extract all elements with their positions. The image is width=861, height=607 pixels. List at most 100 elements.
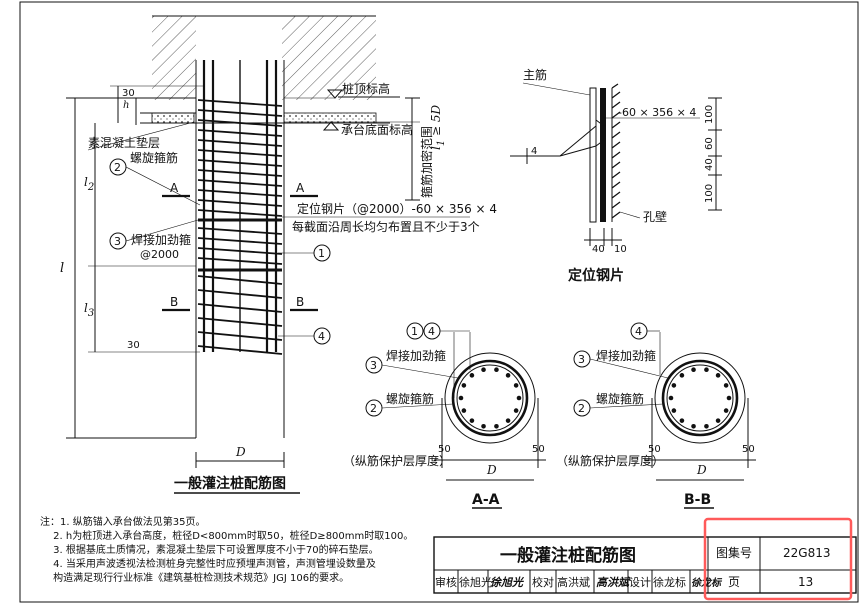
- note-item: 构造满足现行行业标准《建筑基桩检测技术规范》JGJ 106的要求。: [40, 573, 350, 584]
- note-item: 4. 当采用声波透视法检测桩身完整性时应预埋声测管，声测管埋设数量及: [40, 559, 376, 570]
- pile-elevation: h 30 30 l l2 l3 素混凝土垫层 2 螺旋箍筋 3 焊接加劲箍 @2…: [60, 15, 497, 494]
- section-b-b: 4 3 焊接加劲箍 2 螺旋箍筋 50 50 （纵筋保护层厚度） D B-B: [556, 322, 756, 509]
- aa-cover-note: （纵筋保护层厚度）: [343, 453, 451, 468]
- weld-4: 4: [531, 146, 537, 157]
- aa-callout-2: 2: [370, 402, 377, 415]
- dim-100a: 100: [704, 105, 715, 124]
- title-block-atlas-number: 22G813: [783, 546, 830, 560]
- spiral-tie: [197, 129, 283, 137]
- tb-review-name: 徐旭光: [459, 575, 492, 589]
- spiral-tie: [197, 247, 283, 255]
- tb-design-name: 徐龙标: [653, 575, 686, 589]
- longitudinal-bar: [671, 408, 677, 413]
- dim-D: D: [235, 445, 246, 459]
- plate-detail-title: 定位钢片: [568, 267, 624, 284]
- aa-dim-D: D: [486, 463, 497, 477]
- longitudinal-bar: [668, 395, 674, 401]
- longitudinal-bar: [469, 418, 475, 423]
- longitudinal-bar: [679, 373, 685, 378]
- dim-40b: 40: [592, 244, 605, 255]
- highlight-box: [703, 517, 853, 601]
- note-item: 2. h为桩顶进入承台高度，桩径D<800mm时取50，桩径D≥800mm时取1…: [40, 531, 414, 542]
- label-spiral: 螺旋箍筋: [130, 150, 178, 165]
- longitudinal-bar: [505, 373, 511, 378]
- label-locator: 定位钢片（@2000）-60 × 356 × 4: [297, 201, 497, 216]
- tb-check-name: 高洪斌: [557, 575, 590, 589]
- spiral-ties: [197, 99, 283, 355]
- bb-cover-note: （纵筋保护层厚度）: [556, 453, 664, 468]
- tb-design-signature: 徐龙标: [691, 577, 723, 589]
- sheet-border: [19, 1, 859, 603]
- label-hole-wall: 孔壁: [643, 209, 667, 224]
- section-a-right: A: [296, 181, 305, 195]
- title-block: 一般灌注桩配筋图 图集号 22G813 页 13 审核 徐旭光 徐旭光 校对 高…: [433, 517, 857, 601]
- bb-dim-D: D: [696, 463, 707, 477]
- bb-title: B-B: [684, 492, 711, 508]
- spiral-tie: [197, 317, 283, 327]
- aa-callout-1: 1: [411, 325, 418, 338]
- longitudinal-bar: [469, 373, 475, 378]
- concrete-pad-right: [283, 112, 377, 124]
- longitudinal-bar: [715, 418, 721, 423]
- dim-60: 60: [704, 137, 715, 150]
- dim-h: h: [123, 100, 129, 111]
- dim-30-top: 30: [122, 88, 135, 99]
- aa-dim-50-left: 50: [438, 444, 451, 455]
- longitudinal-bar: [704, 367, 709, 373]
- section-a-left: A: [170, 181, 179, 195]
- spiral-tie: [197, 237, 283, 245]
- dim-l: l: [60, 261, 64, 276]
- main-view-title: 一般灌注桩配筋图: [174, 475, 286, 492]
- spiral-tie: [197, 289, 283, 299]
- bb-callout-3: 3: [578, 353, 585, 366]
- longitudinal-bar: [505, 418, 511, 423]
- section-b-left: B: [170, 295, 178, 309]
- aa-dim-50-right: 50: [532, 444, 545, 455]
- dim-l3: l3: [84, 301, 94, 319]
- label-weld-spacing: @2000: [140, 248, 179, 261]
- notes-list: 注：1. 纵筋锚入承台做法见第35页。 2. h为桩顶进入承台高度，桩径D<80…: [40, 516, 432, 586]
- aa-title: A-A: [472, 492, 500, 508]
- longitudinal-bar: [691, 367, 696, 373]
- spiral-tie: [197, 99, 283, 107]
- aa-callout-3: 3: [370, 359, 377, 372]
- label-locator-note: 每截面沿周长均匀布置且不少于3个: [292, 219, 480, 234]
- longitudinal-bar: [513, 383, 519, 388]
- locator-plate-detail: 4 主筋 -60 × 356 × 4 孔壁 100 60 40 100 40 1…: [510, 67, 722, 284]
- spiral-tie: [197, 199, 283, 207]
- longitudinal-bar: [481, 367, 486, 373]
- longitudinal-bar: [679, 418, 685, 423]
- longitudinal-bar: [461, 408, 467, 413]
- note-item: 注：1. 纵筋锚入承台做法见第35页。: [40, 517, 206, 528]
- label-concrete-pad: 素混凝土垫层: [88, 135, 160, 150]
- spiral-tie: [197, 169, 283, 177]
- spiral-tie: [197, 119, 283, 127]
- spiral-tie: [197, 149, 283, 157]
- bb-callout-4: 4: [635, 325, 642, 338]
- aa-label-weld: 焊接加劲箍: [386, 348, 446, 363]
- notes: 注：1. 纵筋锚入承台做法见第35页。 2. h为桩顶进入承台高度，桩径D<80…: [40, 516, 432, 586]
- tb-review-label: 审核: [435, 575, 457, 589]
- spiral-tie: [197, 303, 283, 313]
- tb-review-signature: 徐旭光: [490, 576, 525, 589]
- title-block-page-label: 页: [728, 575, 740, 589]
- longitudinal-bar: [481, 423, 486, 429]
- label-main-bar: 主筋: [523, 67, 547, 82]
- title-block-atlas-label: 图集号: [716, 545, 752, 560]
- longitudinal-bar: [726, 395, 732, 401]
- label-plate: -60 × 356 × 4: [618, 106, 696, 119]
- bb-callout-2: 2: [578, 402, 585, 415]
- spiral-tie: [197, 331, 283, 341]
- tb-check-signature: 高洪斌: [596, 576, 631, 589]
- bb-dim-50-right: 50: [742, 444, 755, 455]
- callout-2-text: 2: [114, 161, 121, 174]
- dim-100b: 100: [704, 184, 715, 203]
- spiral-tie: [197, 189, 283, 197]
- spiral-tie: [197, 275, 283, 285]
- tb-design-label: 设计: [629, 576, 651, 589]
- spiral-tie: [197, 257, 283, 265]
- spiral-tie: [197, 139, 283, 147]
- longitudinal-bar: [704, 423, 709, 429]
- tb-check-label: 校对: [532, 575, 554, 589]
